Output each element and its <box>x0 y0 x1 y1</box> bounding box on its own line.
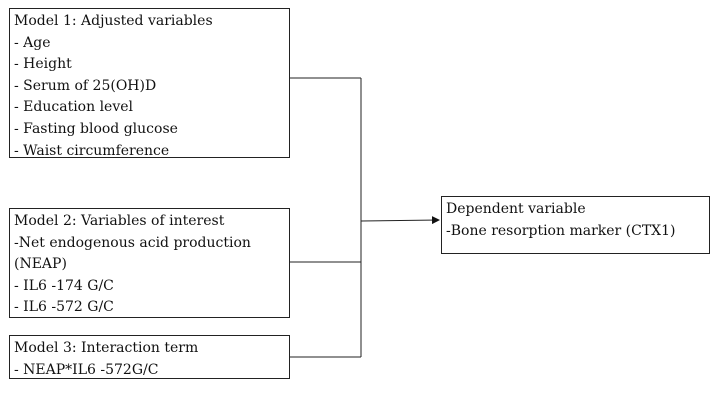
arrow-to-outcome <box>360 216 440 225</box>
model1-item: - Age <box>14 34 51 51</box>
outcome-title: Dependent variable <box>446 201 586 217</box>
model2-box: Model 2: Variables of interest -Net endo… <box>9 208 290 318</box>
model1-item: - Education level <box>14 99 133 116</box>
model2-item: - IL6 -572 G/C <box>14 299 114 316</box>
model1-item: - Height <box>14 56 72 73</box>
model2-item: - IL6 -174 G/C <box>14 277 114 294</box>
model1-title: Model 1: Adjusted variables <box>14 13 213 29</box>
model3-box: Model 3: Interaction term - NEAP*IL6 -57… <box>9 335 290 379</box>
model2-item: -Net endogenous acid production <box>14 234 251 251</box>
model3-title: Model 3: Interaction term <box>14 340 199 356</box>
model1-box: Model 1: Adjusted variables - Age - Heig… <box>9 8 290 159</box>
outcome-item: -Bone resorption marker (CTX1) <box>446 222 676 239</box>
model2-item: (NEAP) <box>14 256 67 273</box>
model1-item: - Waist circumference <box>14 142 170 159</box>
model2-title: Model 2: Variables of interest <box>14 213 225 229</box>
model1-item: - Serum of 25(OH)D <box>14 77 157 94</box>
model3-item: - NEAP*IL6 -572G/C <box>14 361 159 378</box>
model1-item: - Fasting blood glucose <box>14 120 178 137</box>
outcome-box: Dependent variable -Bone resorption mark… <box>441 196 710 254</box>
